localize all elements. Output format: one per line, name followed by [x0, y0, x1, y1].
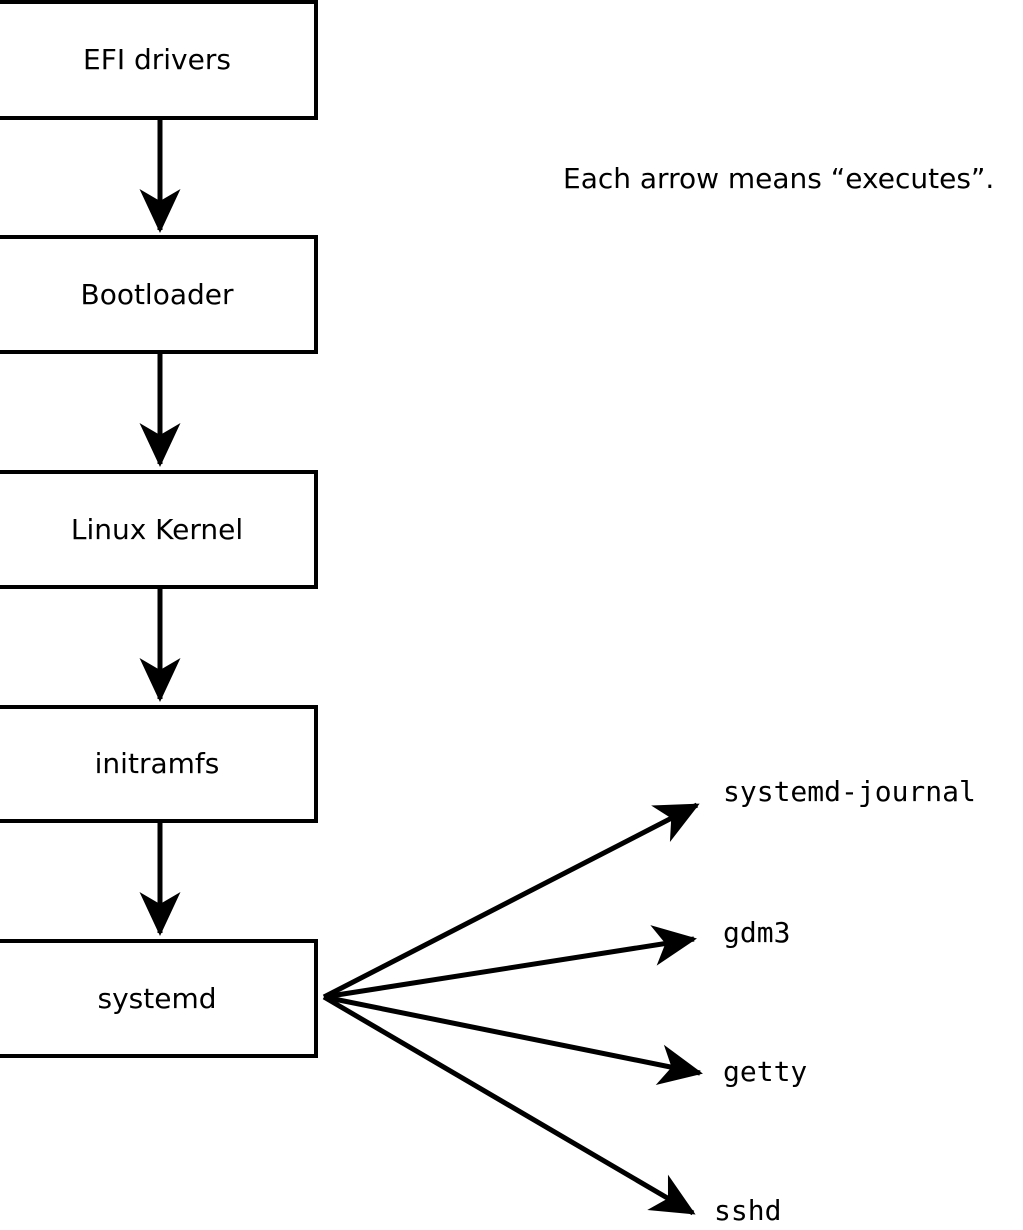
leaf-label-sshd[interactable]: sshd	[714, 1197, 781, 1225]
leaf-label-gdm3[interactable]: gdm3	[723, 919, 790, 947]
legend-note-text: Each arrow means “executes”.	[563, 162, 995, 195]
leaf-text-sshd: sshd	[714, 1194, 782, 1227]
spawn-arrow-getty	[323, 994, 703, 1085]
leaf-text-systemd-journal: systemd-journal	[723, 775, 976, 808]
node-label-initramfs: initramfs	[94, 747, 220, 780]
node-label-systemd: systemd	[97, 981, 217, 1015]
node-systemd[interactable]: systemd	[0, 939, 318, 1058]
legend-note: Each arrow means “executes”.	[563, 165, 994, 193]
node-label-efi-drivers: EFI drivers	[83, 43, 231, 76]
leaf-label-systemd-journal[interactable]: systemd-journal	[723, 778, 976, 806]
spawn-arrow-systemd-journal	[322, 802, 700, 1000]
spawn-arrow-gdm3	[323, 925, 697, 1000]
node-linux-kernel[interactable]: Linux Kernel	[0, 470, 318, 589]
leaf-text-gdm3: gdm3	[723, 916, 791, 949]
leaf-text-getty: getty	[723, 1055, 808, 1088]
node-initramfs[interactable]: initramfs	[0, 705, 318, 823]
node-bootloader[interactable]: Bootloader	[0, 235, 318, 354]
spawn-arrow-sshd	[322, 994, 696, 1216]
node-label-linux-kernel: Linux Kernel	[70, 512, 244, 546]
node-efi-drivers[interactable]: EFI drivers	[0, 0, 318, 120]
node-label-bootloader: Bootloader	[80, 277, 234, 311]
leaf-label-getty[interactable]: getty	[723, 1058, 807, 1086]
